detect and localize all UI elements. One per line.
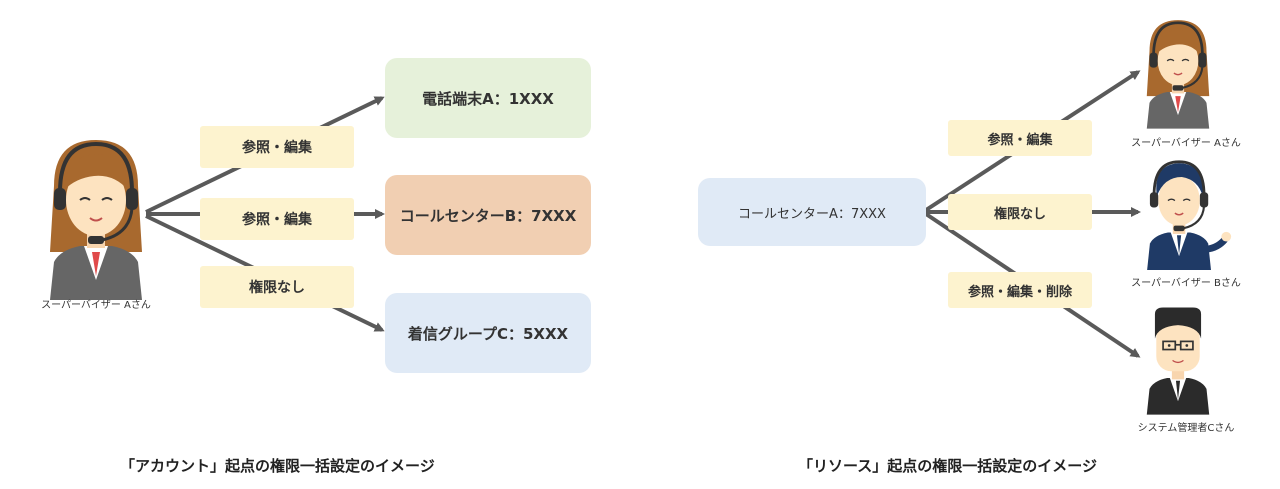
account-view-title: 「アカウント」起点の権限一括設定のイメージ [120, 457, 435, 475]
resource-incoming-group-c: 着信グループC：5XXX [385, 293, 591, 373]
label-no-permission-group: 権限なし [200, 266, 354, 308]
supervisor-a-small-avatar [1146, 20, 1210, 129]
supervisor-b-caption: スーパーバイザー Bさん [1131, 278, 1241, 289]
resource-call-center-a: コールセンターA：7XXX [698, 178, 926, 246]
label-view-edit-supervisor-a: 参照・編集 [948, 120, 1092, 156]
resource-phone-terminal-a: 電話端末A：1XXX [385, 58, 591, 138]
label-view-edit-delete-admin-c: 参照・編集・削除 [948, 272, 1092, 308]
supervisor-a-avatar [50, 140, 142, 300]
label-view-edit-phone: 参照・編集 [200, 126, 354, 168]
admin-c-avatar [1146, 307, 1210, 415]
supervisor-a-small-caption: スーパーバイザー Aさん [1131, 138, 1241, 149]
admin-c-caption: システム管理者Cさん [1137, 423, 1235, 434]
resource-call-center-b: コールセンターB：7XXX [385, 175, 591, 255]
supervisor-a-caption: スーパーバイザー Aさん [41, 300, 151, 311]
label-no-permission-supervisor-b: 権限なし [948, 194, 1092, 230]
label-view-edit-callcenter: 参照・編集 [200, 198, 354, 240]
supervisor-b-avatar [1147, 160, 1232, 270]
resource-view-title: 「リソース」起点の権限一括設定のイメージ [798, 457, 1097, 475]
